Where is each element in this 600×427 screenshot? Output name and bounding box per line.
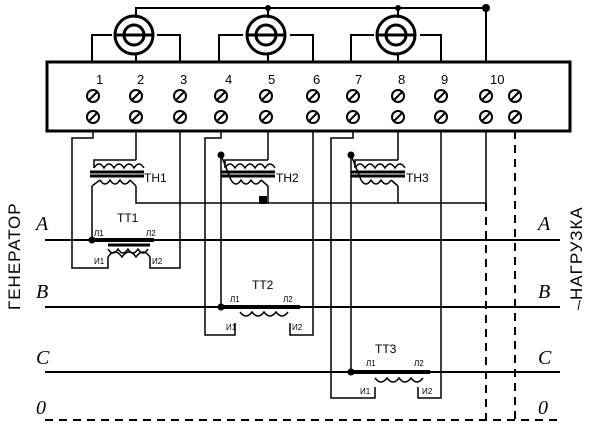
tn1-label: ТН1 (144, 171, 167, 185)
terminal-number: 10 (490, 72, 504, 87)
terminal-screw-slot (436, 112, 446, 122)
terminal-screw-slot (308, 112, 318, 122)
tt2-l2: Л2 (283, 295, 293, 304)
side-label-generator: ГЕНЕРАТОР (5, 202, 24, 310)
terminal-screw-slot (393, 112, 403, 122)
terminal-number: 3 (180, 72, 187, 87)
voltage-transformer-1: ТН1 (90, 159, 167, 187)
secondary-wiring (71, 131, 487, 399)
tt1-i2: И2 (152, 257, 163, 266)
terminal-screw-slot (348, 91, 358, 101)
phase-label-right-a: A (536, 213, 551, 235)
current-transformer-2: ТТ2 Л1 Л2 И1 И2 (222, 278, 303, 332)
terminal-screw-slot (88, 91, 98, 101)
tt3-l1: Л1 (366, 359, 376, 368)
terminal-screw-slot (481, 112, 491, 122)
tt2-l1: Л1 (230, 295, 240, 304)
tt3-l2: Л2 (414, 359, 424, 368)
terminal-number: 6 (313, 72, 320, 87)
terminal-screw-slot (308, 91, 318, 101)
voltage-transformer-3: ТН3 (350, 154, 429, 187)
terminal-block (45, 60, 572, 133)
voltage-transformer-2: ТН2 (220, 154, 299, 187)
tt1-l1: Л1 (94, 229, 104, 238)
tt2-i1: И1 (226, 323, 237, 332)
side-label-load: НАГРУЗКА (567, 206, 586, 300)
phase-label-left-0: 0 (36, 397, 46, 419)
terminal-number: 1 (96, 72, 103, 87)
tt2-i2: И2 (292, 323, 303, 332)
phase-label-left-c: C (36, 347, 50, 369)
terminal-screws (86, 89, 522, 124)
meter-elements (91, 4, 490, 62)
tn3-label: ТН3 (406, 171, 429, 185)
current-transformer-1: ТТ1 Л1 Л2 И1 И2 (92, 211, 163, 266)
tt2-label: ТТ2 (252, 278, 274, 292)
terminal-number: 4 (225, 72, 232, 87)
terminal-screw-slot (131, 112, 141, 122)
terminal-screw-slot (175, 112, 185, 122)
terminal-screw-slot (175, 91, 185, 101)
phase-label-right-b: B (538, 281, 550, 303)
terminal-screw-slot (261, 112, 271, 122)
terminal-numbers: 1 2 3 4 5 6 7 8 9 10 (96, 72, 504, 87)
phase-label-right-0: 0 (538, 397, 548, 419)
terminal-number: 9 (441, 72, 448, 87)
terminal-screw-slot (481, 91, 491, 101)
tt3-label: ТТ3 (375, 342, 397, 356)
terminal-screw-slot (261, 91, 271, 101)
tt1-label: ТТ1 (117, 211, 139, 225)
tt1-l2: Л2 (146, 229, 156, 238)
terminal-screw-slot (216, 91, 226, 101)
terminal-screw-slot (393, 91, 403, 101)
terminal-screw-slot (348, 112, 358, 122)
tn2-label: ТН2 (276, 171, 299, 185)
terminal-number: 7 (355, 72, 362, 87)
terminal-screw-slot (216, 112, 226, 122)
tt3-i1: И1 (360, 387, 371, 396)
current-transformer-3: ТТ3 Л1 Л2 И1 И2 (352, 342, 433, 396)
terminal-screw-slot (436, 91, 446, 101)
phase-label-left-b: B (36, 281, 48, 303)
terminal-number: 2 (137, 72, 144, 87)
tt3-i2: И2 (422, 387, 433, 396)
terminal-number: 5 (268, 72, 275, 87)
terminal-number: 8 (398, 72, 405, 87)
phase-lines (45, 131, 560, 421)
terminal-screw-slot (131, 91, 141, 101)
terminal-screw-slot (510, 112, 520, 122)
phase-label-right-c: C (538, 347, 552, 369)
terminal-screw-slot (510, 91, 520, 101)
tt1-i1: И1 (94, 257, 105, 266)
terminal-screw-slot (88, 112, 98, 122)
phase-label-left-a: A (34, 213, 49, 235)
